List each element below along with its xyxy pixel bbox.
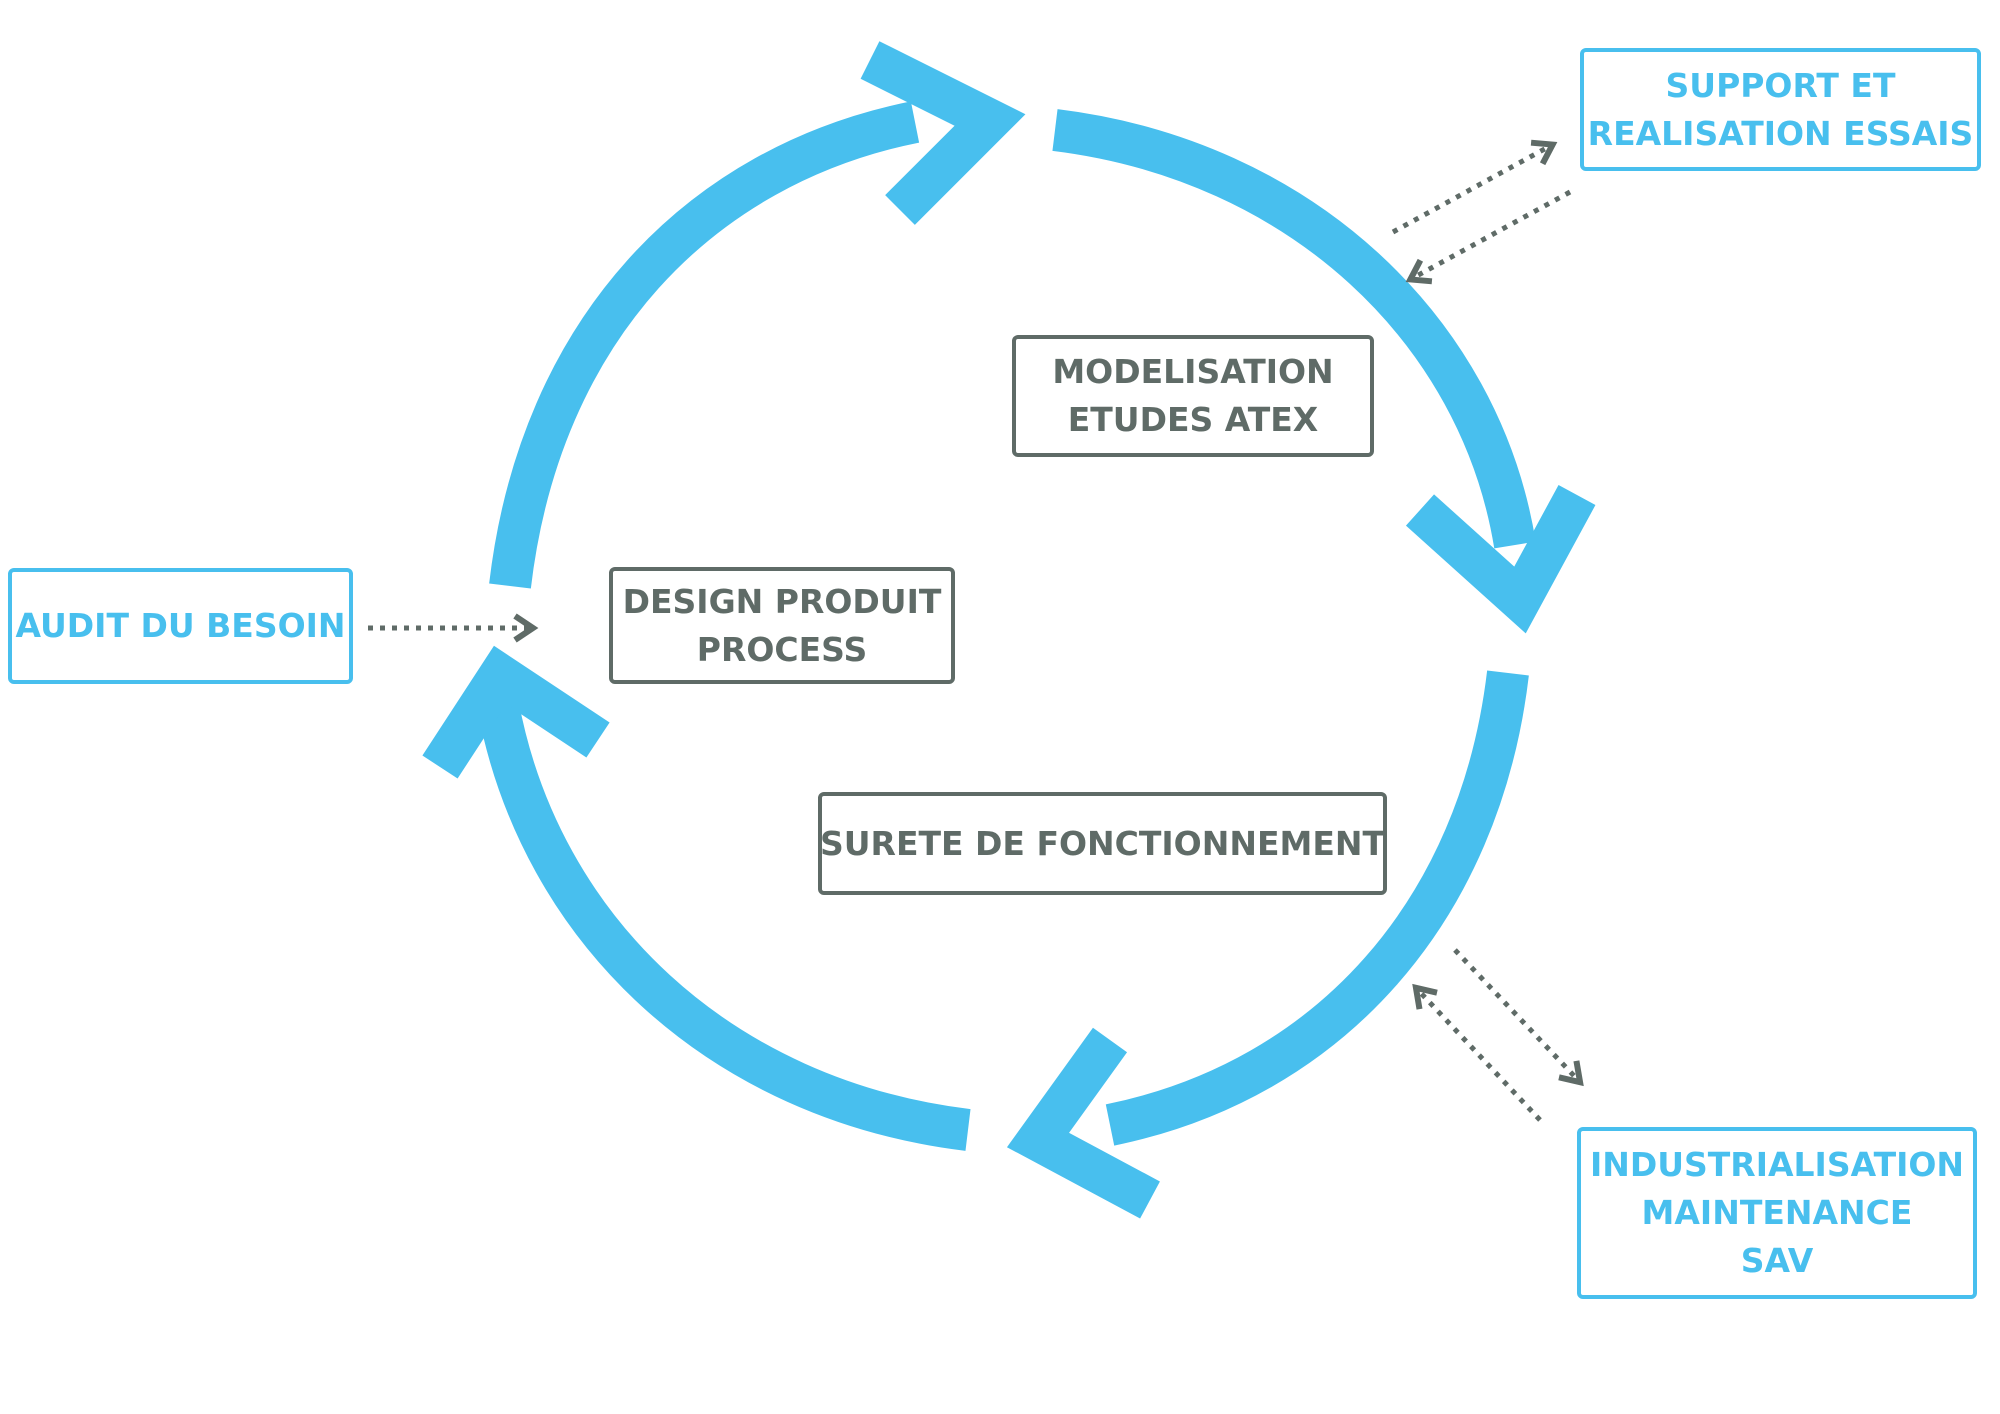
arrowhead-top bbox=[860, 41, 1026, 225]
connector-support-to-cycle bbox=[1405, 189, 1572, 285]
support-line-1: SUPPORT ET bbox=[1665, 65, 1896, 105]
cycle-arc-top-right bbox=[1052, 109, 1536, 549]
design-line-1: DESIGN PRODUIT bbox=[622, 581, 942, 621]
industrialisation-line-2: MAINTENANCE bbox=[1641, 1193, 1913, 1233]
support-line-2: REALISATION ESSAIS bbox=[1587, 113, 1974, 153]
arrowhead-right bbox=[1405, 484, 1596, 634]
cycle-arc-bottom-left bbox=[477, 701, 971, 1151]
audit-line-1: AUDIT DU BESOIN bbox=[15, 606, 346, 646]
industrialisation-line-1: INDUSTRIALISATION bbox=[1589, 1145, 1965, 1185]
audit-du-besoin-box: AUDIT DU BESOIN bbox=[8, 568, 353, 684]
design-produit-process-box: DESIGN PRODUIT PROCESS bbox=[609, 567, 955, 684]
modelisation-etudes-atex-box: MODELISATION ETUDES ATEX bbox=[1012, 335, 1374, 457]
connector-industrialisation-to-cycle bbox=[1412, 983, 1542, 1122]
connector-cycle-to-industrialisation bbox=[1453, 948, 1584, 1087]
connector-cycle-to-support bbox=[1391, 139, 1558, 235]
industrialisation-maintenance-sav-box: INDUSTRIALISATION MAINTENANCE SAV bbox=[1577, 1127, 1977, 1299]
surete-line-1: SURETE DE FONCTIONNEMENT bbox=[819, 823, 1386, 863]
industrialisation-line-3: SAV bbox=[1740, 1240, 1814, 1280]
arrowhead-left bbox=[422, 645, 610, 779]
surete-de-fonctionnement-box: SURETE DE FONCTIONNEMENT bbox=[818, 792, 1387, 895]
modelisation-line-1: MODELISATION bbox=[1052, 352, 1334, 392]
modelisation-line-2: ETUDES ATEX bbox=[1067, 400, 1319, 439]
cycle-arc-left-top bbox=[489, 101, 920, 589]
support-realisation-essais-box: SUPPORT ET REALISATION ESSAIS bbox=[1580, 48, 1981, 171]
arrowhead-bottom bbox=[1006, 1027, 1160, 1219]
design-line-2: PROCESS bbox=[696, 629, 868, 669]
cycle-arc-right-bottom bbox=[1105, 670, 1529, 1146]
